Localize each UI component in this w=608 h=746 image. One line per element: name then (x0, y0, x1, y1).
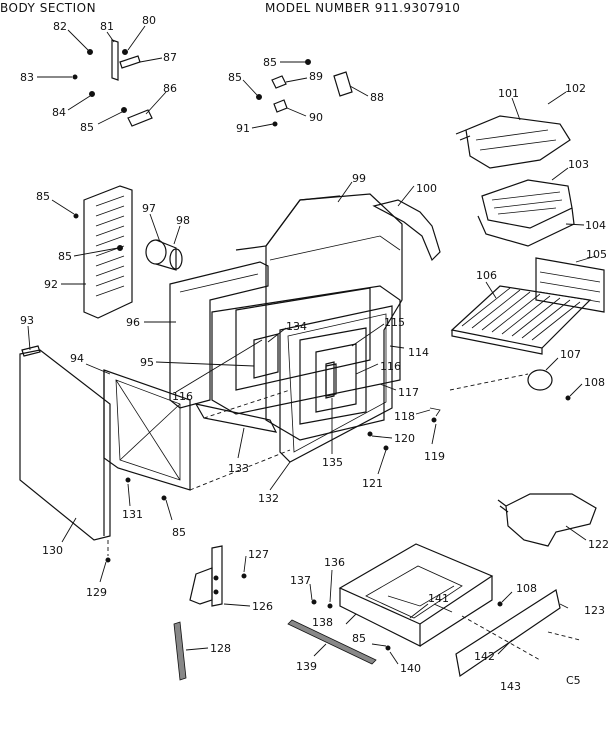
broiler-pan-103-104 (477, 179, 575, 247)
callout-117: 117 (398, 386, 419, 399)
callout-141: 141 (428, 592, 449, 605)
model-number: MODEL NUMBER 911.9307910 (265, 1, 460, 15)
callout-137: 137 (290, 574, 311, 587)
bottom-trim-133 (194, 403, 278, 433)
door-hinge-126 (189, 545, 223, 607)
callout-115: 115 (384, 316, 405, 329)
callout-102: 102 (565, 82, 586, 95)
hinge-hardware-group (72, 39, 153, 127)
callout-86: 86 (163, 82, 177, 95)
callout-131: 131 (122, 508, 143, 521)
callout-89: 89 (309, 70, 323, 83)
door-inner-94 (103, 369, 191, 536)
callout-133: 133 (228, 462, 249, 475)
callout-120: 120 (394, 432, 415, 445)
callout-91: 91 (236, 122, 250, 135)
section-title: BODY SECTION (0, 1, 96, 15)
light-socket-135 (325, 363, 337, 397)
latch-hardware-group (256, 59, 353, 127)
callout-122: 122 (588, 538, 608, 551)
rack-support-105 (535, 257, 605, 313)
callout-85: 85 (58, 250, 72, 263)
callout-93: 93 (20, 314, 34, 327)
callout-85: 85 (352, 632, 366, 645)
callout-127: 127 (248, 548, 269, 561)
callout-82: 82 (53, 20, 67, 33)
callout-85: 85 (80, 121, 94, 134)
drawer-rail-139 (287, 619, 377, 665)
oven-body-99 (211, 193, 403, 441)
callout-107: 107 (560, 348, 581, 361)
callout-104: 104 (585, 219, 606, 232)
callout-101: 101 (498, 87, 519, 100)
callout-81: 81 (100, 20, 114, 33)
clip-118 (429, 407, 441, 417)
callout-142: 142 (474, 650, 495, 663)
callout-116: 116 (172, 390, 193, 403)
callout-87: 87 (163, 51, 177, 64)
callout-85: 85 (172, 526, 186, 539)
callout-88: 88 (370, 91, 384, 104)
callout-139: 139 (296, 660, 317, 673)
callout-105: 105 (586, 248, 607, 261)
leader-lines-top-left (37, 25, 167, 125)
callout-92: 92 (44, 278, 58, 291)
thermostat-knob-97-98 (145, 239, 183, 271)
side-panel-92 (83, 185, 133, 319)
callout-90: 90 (309, 111, 323, 124)
callout-136: 136 (324, 556, 345, 569)
callout-135: 135 (322, 456, 343, 469)
callout-95: 95 (140, 356, 154, 369)
callout-138: 138 (312, 616, 333, 629)
callout-99: 99 (352, 172, 366, 185)
front-frame-96 (169, 261, 269, 409)
callout-83: 83 (20, 71, 34, 84)
light-lens-107 (527, 369, 553, 391)
callout-143: 143 (500, 680, 521, 693)
door-panel-130 (19, 345, 111, 541)
callout-98: 98 (176, 214, 190, 227)
callout-119: 119 (424, 450, 445, 463)
callout-96: 96 (126, 316, 140, 329)
broil-element-101 (455, 115, 571, 169)
callout-97: 97 (142, 202, 156, 215)
callout-100: 100 (416, 182, 437, 195)
callout-118: 118 (394, 410, 415, 423)
bake-element-122 (497, 493, 597, 547)
callout-121: 121 (362, 477, 383, 490)
hinge-pin-128 (173, 621, 187, 681)
callout-116: 116 (380, 360, 401, 373)
callout-130: 130 (42, 544, 63, 557)
callout-103: 103 (568, 158, 589, 171)
callout-114: 114 (408, 346, 429, 359)
diagram-code: C5 (566, 674, 581, 687)
callout-140: 140 (400, 662, 421, 675)
callout-128: 128 (210, 642, 231, 655)
callout-80: 80 (142, 14, 156, 27)
oven-liner-box (235, 287, 371, 425)
callout-85: 85 (36, 190, 50, 203)
callout-132: 132 (258, 492, 279, 505)
storage-drawer (338, 543, 494, 647)
callout-134: 134 (286, 320, 307, 333)
callout-108: 108 (516, 582, 537, 595)
drawer-front-143 (455, 589, 561, 678)
callout-123: 123 (584, 604, 605, 617)
callout-94: 94 (70, 352, 84, 365)
callout-85: 85 (228, 71, 242, 84)
oven-rack-106 (450, 285, 592, 355)
callout-126: 126 (252, 600, 273, 613)
callout-106: 106 (476, 269, 497, 282)
callout-85: 85 (263, 56, 277, 69)
callout-84: 84 (52, 106, 66, 119)
leader-lines-top-middle (242, 61, 369, 129)
door-liner-132 (279, 305, 393, 463)
bracket-100 (372, 199, 441, 262)
callout-108: 108 (584, 376, 605, 389)
callout-129: 129 (86, 586, 107, 599)
